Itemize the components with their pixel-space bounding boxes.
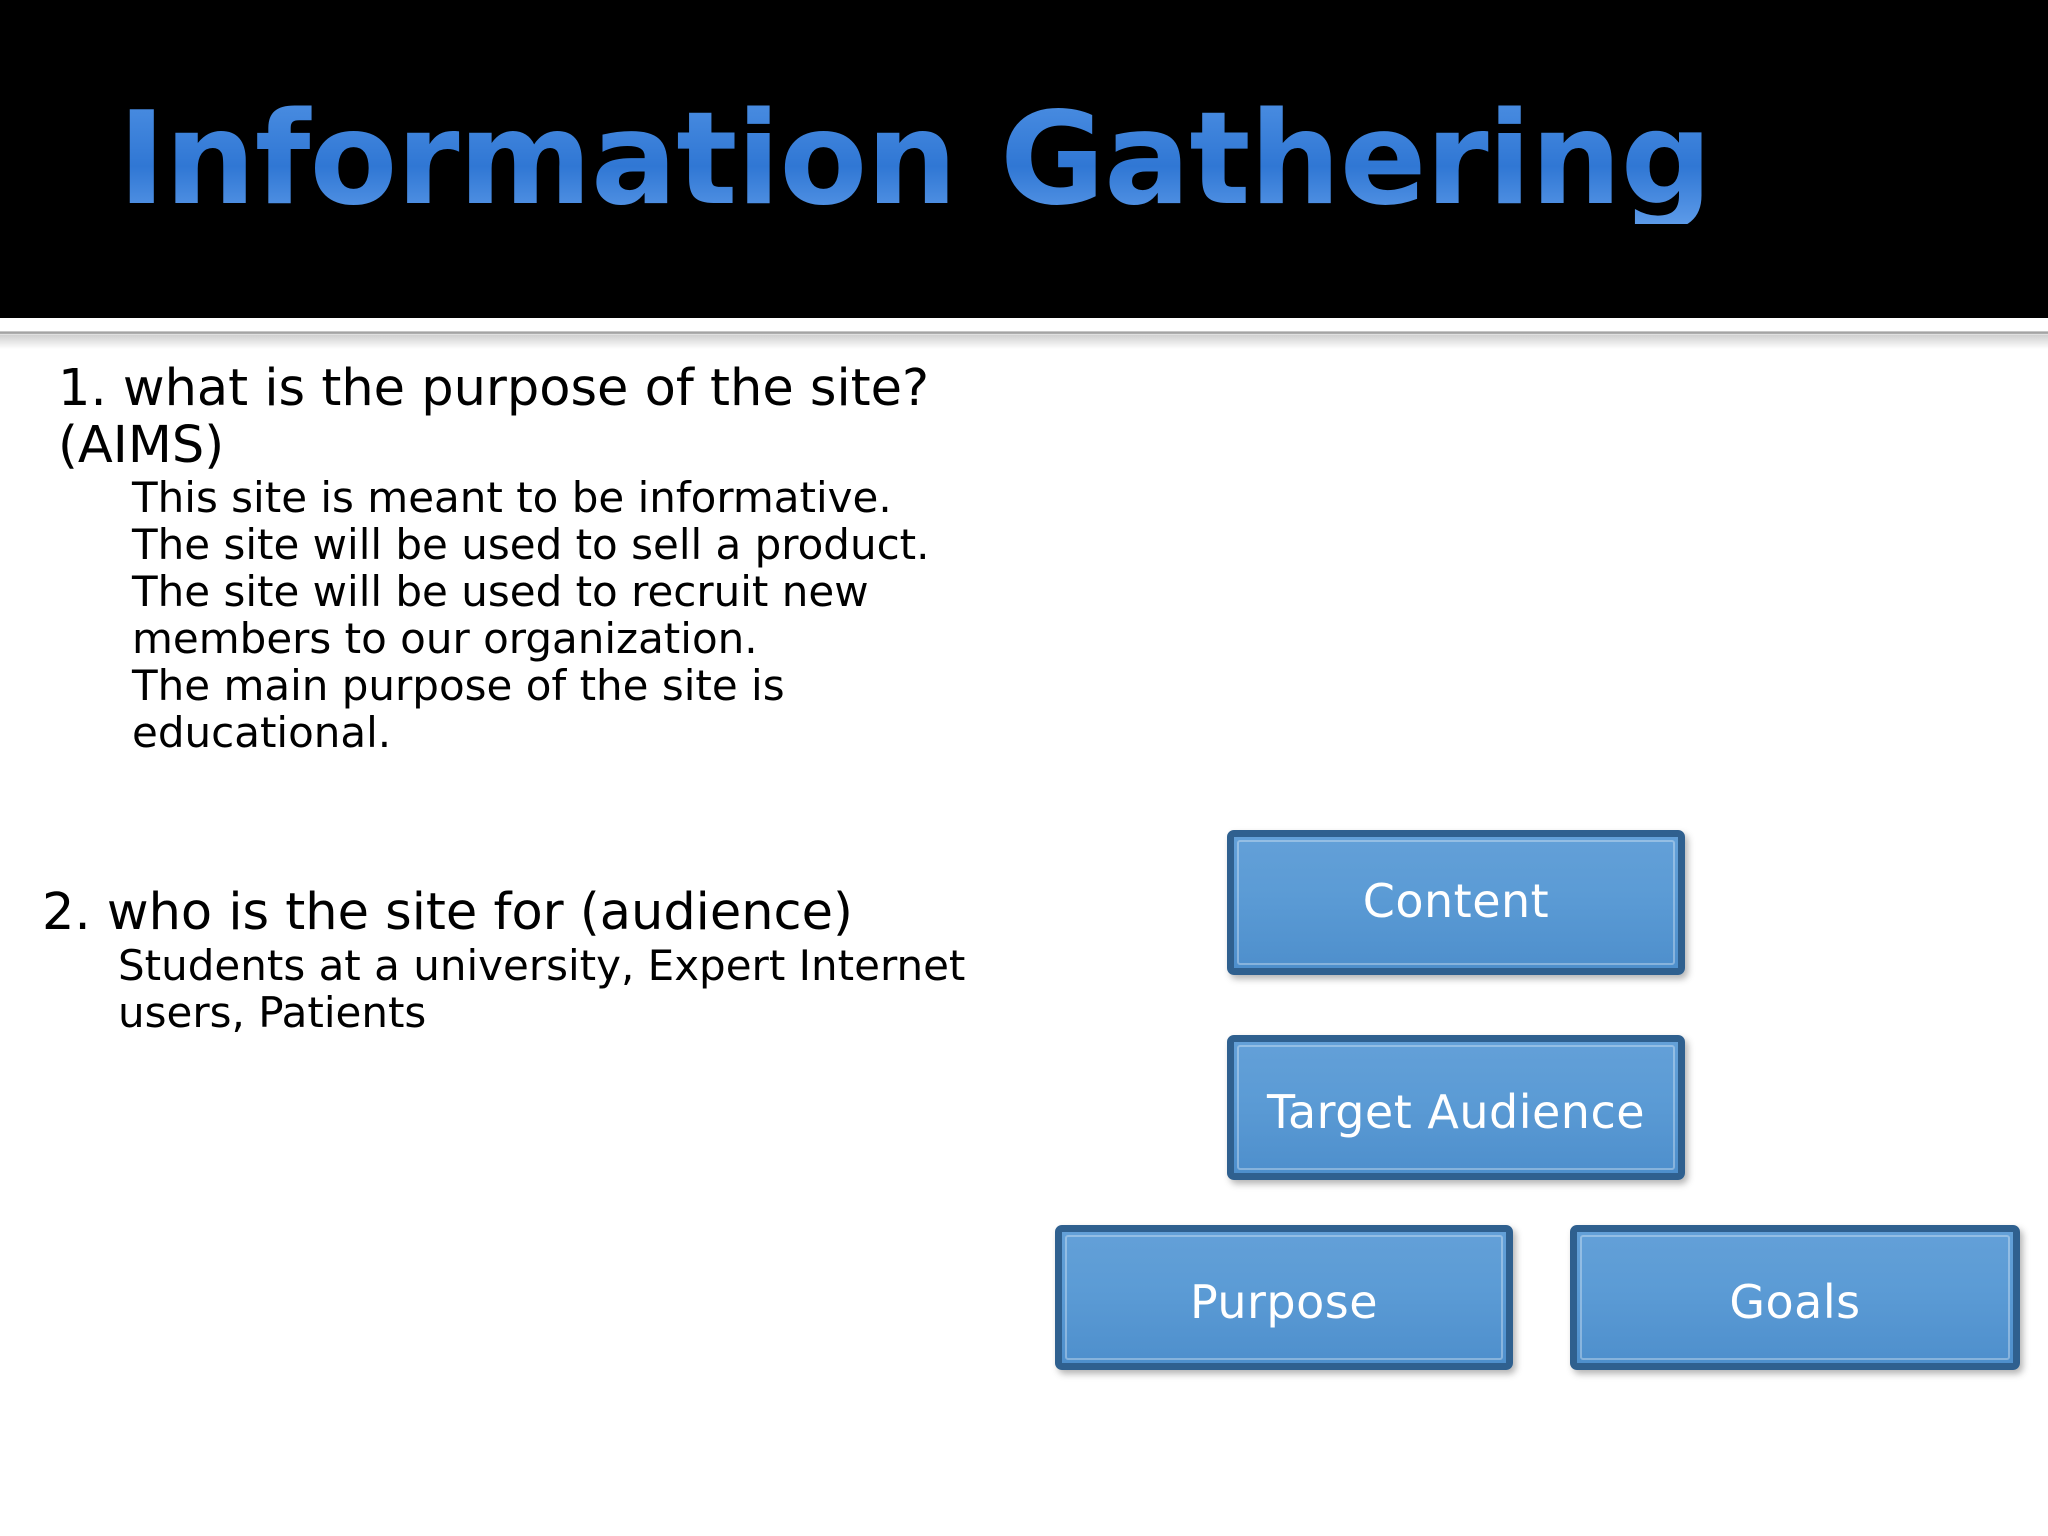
question-1-bullet-2: The site will be used to sell a product. <box>132 520 930 570</box>
question-2-bullet-1: Students at a university, Expert Interne… <box>118 940 966 1037</box>
diagram-box-content-label: Content <box>1362 873 1550 928</box>
question-2-heading: 2. who is the site for (audience) <box>42 883 853 943</box>
question-block-1: 1. what is the purpose of the site? (AIM… <box>0 359 1040 758</box>
diagram-box-goals-label: Goals <box>1729 1274 1861 1329</box>
question-block-2: 2. who is the site for (audience) Studen… <box>0 884 1040 1035</box>
header-rule-gap <box>0 318 2048 331</box>
question-1-heading: 1. what is the purpose of the site? (AIM… <box>58 359 930 476</box>
text-block-spacer <box>0 756 1040 884</box>
slide-body-text-column: 1. what is the purpose of the site? (AIM… <box>0 360 1040 1460</box>
header-divider-shadow <box>0 335 2048 349</box>
diagram-box-target-audience-label: Target Audience <box>1266 1084 1646 1139</box>
diagram-box-purpose: Purpose <box>1055 1225 1513 1370</box>
question-1-bullet-4: The main purpose of the site is educatio… <box>132 661 785 758</box>
slide-header-band <box>0 0 2048 318</box>
question-1-bullet-3: The site will be used to recruit new mem… <box>132 567 869 664</box>
information-gathering-diagram: Content Target Audience Purpose Goals <box>1000 780 2048 1420</box>
diagram-box-goals: Goals <box>1570 1225 2020 1370</box>
question-1-bullet-1: This site is meant to be informative. <box>132 473 892 523</box>
diagram-box-purpose-label: Purpose <box>1189 1274 1379 1329</box>
header-divider-rule <box>0 331 2048 335</box>
diagram-box-target-audience: Target Audience <box>1227 1035 1685 1180</box>
page-title: Information Gathering <box>118 85 1712 234</box>
diagram-box-content: Content <box>1227 830 1685 975</box>
